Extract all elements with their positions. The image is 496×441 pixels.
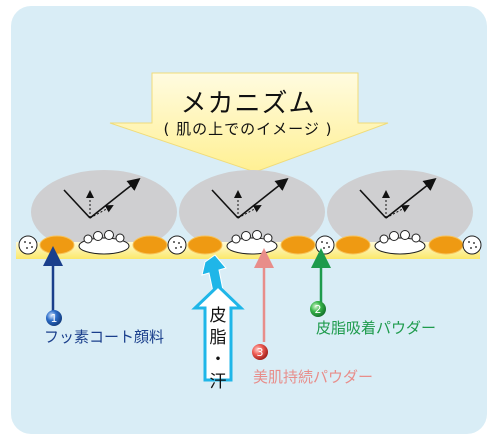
sweat-char: 汗: [209, 372, 227, 392]
light-reflection-arrow-icon: [63, 178, 437, 219]
absorbent-particle: [167, 235, 187, 255]
dome-center: [179, 170, 325, 254]
badge-number-2: 2: [315, 303, 322, 316]
pigment-particle: [39, 235, 75, 255]
numbered-circle-icon: [310, 301, 326, 317]
sebum-sweat-label: 皮 脂 ・ 汗: [206, 305, 230, 393]
skin-domes: [31, 170, 473, 254]
pigment-particle: [132, 235, 168, 255]
absorbent-particle: [315, 235, 335, 255]
sebum-sweat-arrow: [191, 283, 245, 382]
dome-left: [31, 170, 177, 254]
label-sebum-absorbing-powder: 皮脂吸着パウダー: [316, 319, 437, 337]
numbered-circle-icon: [252, 344, 268, 360]
label-fluorine-pigment: フッ素コート顔料: [44, 328, 165, 346]
up-arrow-icon: [201, 254, 227, 293]
pigment-particles: [39, 235, 464, 255]
pigment-particle: [428, 235, 464, 255]
pigment-particle: [187, 235, 223, 255]
white-particles: [78, 230, 426, 255]
white-particle: [78, 237, 130, 255]
sweat-char: ・: [209, 350, 227, 370]
badge-number-3: 3: [257, 346, 264, 359]
white-particle: [374, 237, 426, 255]
diagram-subtitle: ( 肌の上でのイメージ ): [163, 120, 333, 138]
big-down-arrow-icon: [109, 72, 389, 173]
absorbent-particle: [18, 235, 38, 255]
absorbent-particle: [462, 235, 482, 255]
dome-right: [327, 170, 473, 254]
pigment-particle: [280, 235, 316, 255]
label-beauty-lasting-powder: 美肌持続パウダー: [253, 368, 374, 386]
badge-number-1: 1: [51, 312, 58, 325]
sweat-char: 脂: [209, 328, 227, 348]
pigment-particle: [335, 235, 371, 255]
sweat-char: 皮: [209, 306, 227, 326]
numbered-circle-icon: [46, 310, 62, 326]
diagram-title: メカニズム: [180, 89, 316, 119]
